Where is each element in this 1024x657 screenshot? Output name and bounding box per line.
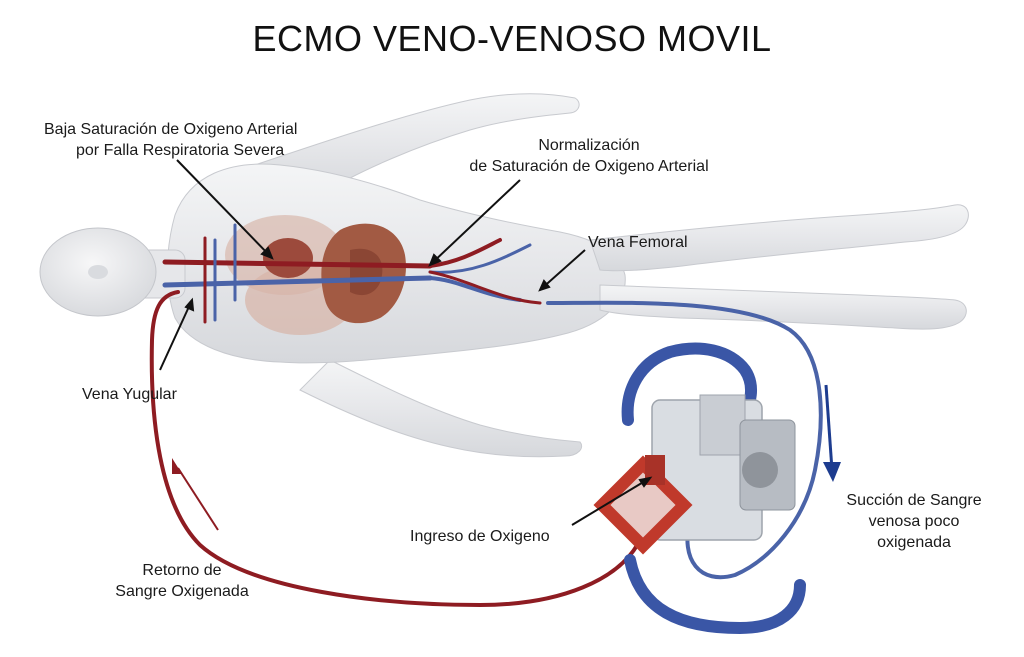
return-line1: Retorno de — [142, 562, 222, 579]
ecmo-device — [593, 342, 806, 635]
suction-label: Succión de Sangre venosa poco oxigenada — [836, 490, 992, 553]
femoral-vein-label: Vena Femoral — [588, 234, 688, 251]
low-saturation-label: Baja Saturación de Oxigeno Arterial por … — [44, 119, 297, 161]
flow-arrows — [172, 384, 841, 531]
oxygen-inlet-label: Ingreso de Oxigeno — [410, 528, 550, 545]
leader-lines — [159, 159, 653, 526]
suction-line2: venosa poco — [868, 513, 960, 530]
normalization-label: Normalización de Saturación de Oxigeno A… — [446, 135, 732, 177]
ecmo-tubing — [149, 290, 823, 608]
organs — [225, 215, 406, 335]
normalization-line2: de Saturación de Oxigeno Arterial — [469, 158, 709, 175]
low-saturation-line2: por Falla Respiratoria Severa — [76, 142, 285, 159]
blood-vessels — [162, 223, 542, 324]
low-saturation-line1: Baja Saturación de Oxigeno Arterial — [44, 121, 298, 138]
return-label: Retorno de Sangre Oxigenada — [100, 560, 264, 602]
venous-flow-arrow-icon — [823, 462, 841, 482]
suction-line3: oxigenada — [877, 534, 951, 551]
suction-line1: Succión de Sangre — [846, 492, 982, 509]
jugular-vein-label: Vena Yugular — [82, 386, 177, 403]
return-line2: Sangre Oxigenada — [115, 583, 249, 600]
diagram-title: ECMO VENO-VENOSO MOVIL — [252, 18, 772, 59]
return-flow-arrow-icon — [172, 458, 182, 474]
normalization-line1: Normalización — [538, 137, 640, 154]
